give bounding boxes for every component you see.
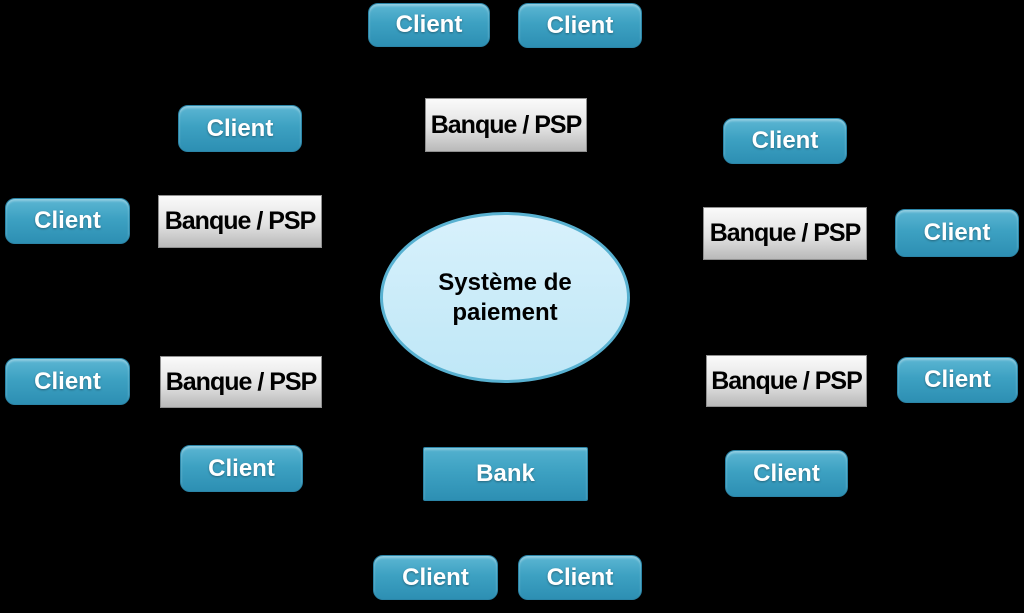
banque-psp-node-bottom-right: Banque / PSP	[706, 355, 867, 407]
client-node-upper-left: Client	[178, 105, 302, 152]
client-node-lower-left: Client	[180, 445, 303, 492]
client-node-bottom-left: Client	[5, 358, 130, 405]
banque-psp-node-left: Banque / PSP	[158, 195, 322, 248]
client-node-top-2: Client	[518, 3, 642, 48]
client-node-lower-right: Client	[725, 450, 848, 497]
client-node-bottom-row-1: Client	[373, 555, 498, 600]
client-node-left: Client	[5, 198, 130, 244]
payment-system-ellipse: Système de paiement	[380, 212, 630, 383]
banque-psp-node-right: Banque / PSP	[703, 207, 867, 260]
client-node-top-1: Client	[368, 3, 490, 47]
payment-system-label: Système de paiement	[438, 268, 572, 326]
banque-psp-node-bottom-left: Banque / PSP	[160, 356, 322, 408]
banque-psp-node-top: Banque / PSP	[425, 98, 587, 152]
client-node-right: Client	[895, 209, 1019, 257]
bank-node: Bank	[423, 447, 588, 501]
client-node-bottom-row-2: Client	[518, 555, 642, 600]
client-node-bottom-right: Client	[897, 357, 1018, 403]
client-node-upper-right: Client	[723, 118, 847, 164]
